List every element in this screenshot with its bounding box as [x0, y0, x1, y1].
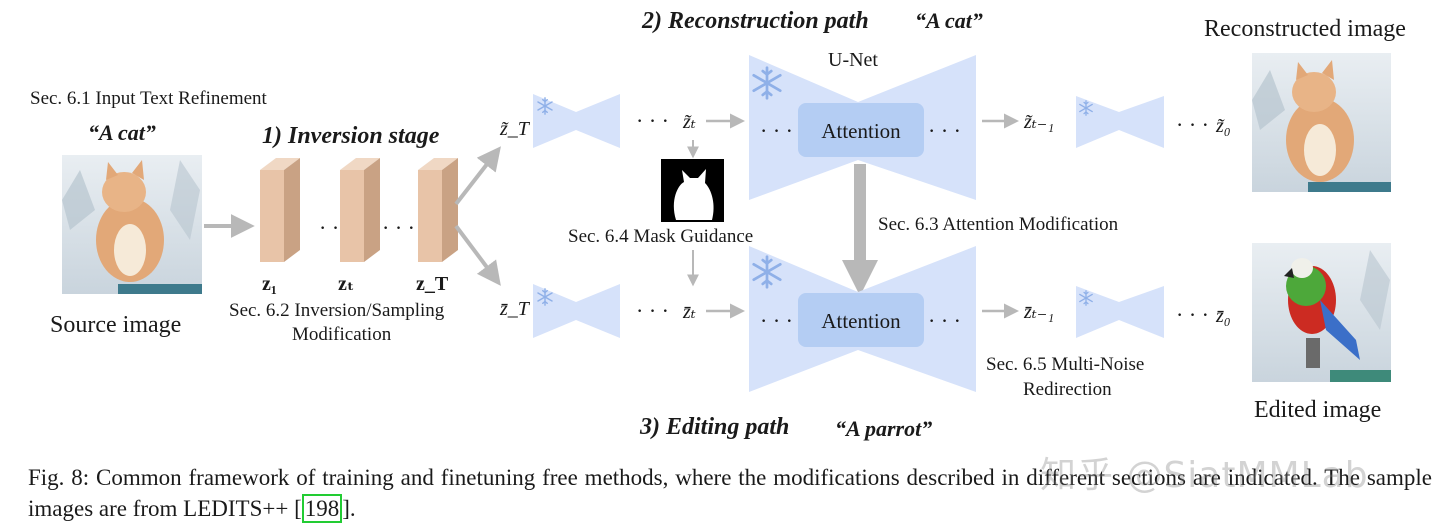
- dots-unet-top-left: · · ·: [760, 118, 793, 143]
- z1-label: z₁: [262, 273, 277, 295]
- reconstruction-path-title: 2) Reconstruction path: [641, 8, 869, 34]
- input-text-refinement-label: Sec. 6.1 Input Text Refinement: [30, 88, 268, 109]
- zbar-t1-label: z̄ₜ₋₁: [1023, 301, 1054, 323]
- reconstruction-prompt: “A cat”: [915, 8, 983, 33]
- ztilde-t1-label: z̃ₜ₋₁: [1023, 111, 1054, 133]
- reconstructed-image: [1252, 53, 1391, 192]
- editing-prompt: “A parrot”: [835, 416, 932, 441]
- small-unet-top-left: [533, 94, 620, 148]
- source-image: [62, 155, 202, 294]
- attention-bottom-label: Attention: [821, 309, 901, 333]
- arrow-to-reconstruction: [454, 146, 501, 206]
- dots-bottom-2: · · ·: [1176, 302, 1209, 327]
- zbar-t-label: z̄ₜ: [682, 301, 696, 323]
- edited-image: [1252, 243, 1391, 382]
- framework-diagram: Sec. 6.1 Input Text Refinement “A cat” S…: [30, 8, 1406, 441]
- reconstructed-image-label: Reconstructed image: [1204, 16, 1406, 42]
- inversion-stage-title: 1) Inversion stage: [262, 123, 440, 149]
- dots-bottom-1: · · ·: [636, 298, 669, 323]
- multi-noise-label-2: Redirection: [1023, 379, 1112, 400]
- ztilde-0-label: z̃₀: [1215, 115, 1231, 137]
- citation-link[interactable]: 198: [301, 494, 343, 523]
- attention-modification-label: Sec. 6.3 Attention Modification: [878, 214, 1119, 235]
- attention-block-top: [798, 103, 924, 157]
- inversion-sampling-label-1: Sec. 6.2 Inversion/Sampling: [229, 300, 445, 321]
- attention-block-bottom: [798, 293, 924, 347]
- ztilde-t-label: z̃ₜ: [682, 111, 696, 133]
- editing-path-title: 3) Editing path: [639, 414, 789, 440]
- multi-noise-label-1: Sec. 6.5 Multi-Noise: [986, 354, 1144, 375]
- mask-guidance-label: Sec. 6.4 Mask Guidance: [568, 226, 753, 247]
- small-unet-top-right: [1076, 96, 1164, 148]
- dots-2: · · ·: [382, 215, 415, 240]
- feature-map-zT: [418, 158, 458, 262]
- source-prompt: “A cat”: [88, 120, 156, 145]
- caption-text: Fig. 8: Common framework of training and…: [28, 465, 1432, 521]
- feature-map-z1: [260, 158, 300, 262]
- dots-top-1: · · ·: [636, 108, 669, 133]
- ztilde-T-label: z̃_T: [499, 118, 531, 140]
- attention-top-label: Attention: [821, 119, 901, 143]
- zbar-0-label: z̄₀: [1215, 305, 1231, 327]
- dots-top-2: · · ·: [1176, 112, 1209, 137]
- dots-unet-bottom-left: · · ·: [760, 308, 793, 333]
- dots-unet-bottom-right: · · ·: [928, 308, 961, 333]
- caption-tail: ].: [342, 496, 356, 521]
- figure-caption: Fig. 8: Common framework of training and…: [28, 462, 1432, 524]
- feature-map-zt: [340, 158, 380, 262]
- zbar-T-label: z̄_T: [499, 298, 531, 320]
- edited-image-label: Edited image: [1254, 397, 1381, 423]
- small-unet-bottom-left: [533, 284, 620, 338]
- zt-label: zₜ: [338, 273, 354, 295]
- unet-label: U-Net: [828, 49, 878, 71]
- arrow-to-editing: [454, 224, 501, 286]
- source-image-label: Source image: [50, 312, 181, 338]
- inversion-sampling-label-2: Modification: [292, 324, 392, 345]
- dots-unet-top-right: · · ·: [928, 118, 961, 143]
- small-unet-bottom-right: [1076, 286, 1164, 338]
- zT-label: z_T: [416, 273, 449, 295]
- mask-icon: [661, 159, 724, 222]
